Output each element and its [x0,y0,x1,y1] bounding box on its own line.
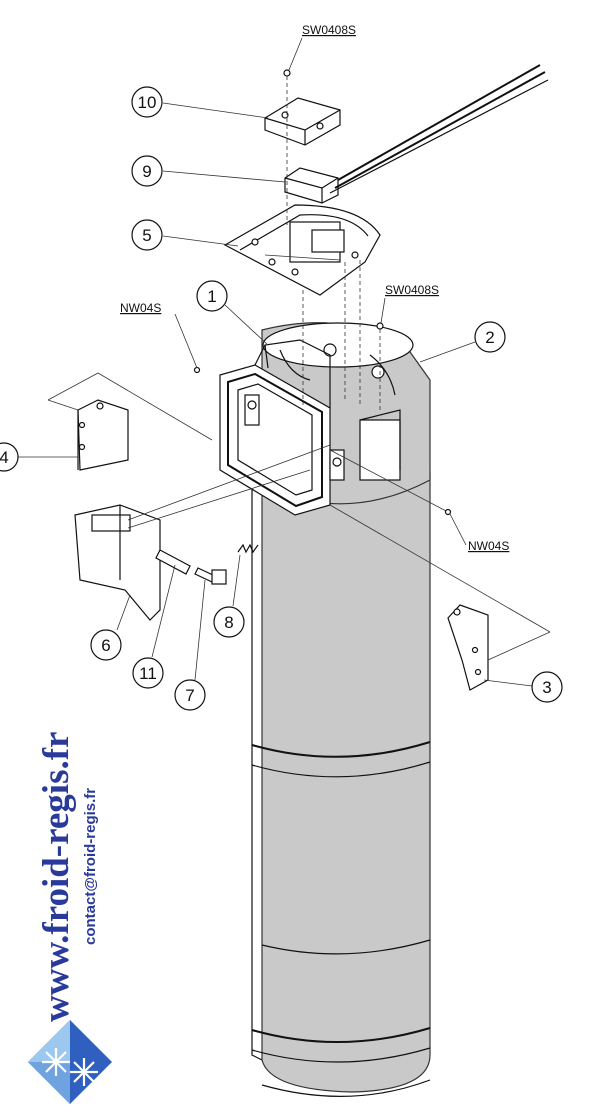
tank-body [251,471,431,1097]
svg-text:8: 8 [224,613,233,632]
code-nw04s-left: NW04S [120,301,198,369]
svg-text:2: 2 [485,328,494,347]
front-frame [219,339,345,516]
callout-9: 9 [131,155,286,187]
callout-7: 7 [174,579,206,711]
svg-text:3: 3 [542,678,551,697]
watermark-email: contact@froid-regis.fr [82,788,99,945]
snowflake-logo [28,1020,112,1104]
callout-5: 5 [131,219,239,251]
svg-text:SW0408S: SW0408S [385,283,439,297]
leader-line [329,449,449,513]
svg-text:11: 11 [139,664,157,683]
svg-text:7: 7 [185,686,194,705]
callout-10: 10 [131,86,269,119]
bolt [194,567,227,585]
callout-4: 4 [0,442,78,472]
callout-6: 6 [90,594,131,661]
right-bracket [329,504,551,691]
nut-left [193,366,201,374]
code-nw04s-right: NW04S [449,513,509,553]
svg-text:6: 6 [101,636,110,655]
callout-11: 11 [132,564,176,689]
code-sw0408s-top: SW0408S [288,23,356,71]
screw-top [283,69,291,225]
snowflake-icon [42,1048,98,1086]
svg-text:9: 9 [142,162,151,181]
svg-text:NW04S: NW04S [468,539,509,553]
watermark-site: www.froid-regis.fr [36,732,77,1022]
svg-text:10: 10 [138,93,157,112]
screw-right [376,322,384,410]
callout-2: 2 [419,321,506,363]
connector-block [284,64,549,204]
svg-text:4: 4 [0,448,9,467]
left-bracket [47,372,213,471]
callout-3: 3 [483,671,563,703]
watermark: www.froid-regis.fr contact@froid-regis.f… [36,732,99,1022]
pin [155,549,191,575]
svg-text:SW0408S: SW0408S [302,23,356,37]
callout-8: 8 [213,554,245,638]
lower-bracket [74,444,331,621]
svg-text:5: 5 [142,226,151,245]
mounting-plate [223,204,381,296]
code-sw0408s-right: SW0408S [380,283,439,324]
svg-text:NW04S: NW04S [120,301,161,315]
spring [237,543,259,554]
callout-1: 1 [196,280,269,346]
nut-right [444,508,452,516]
top-cover [264,97,341,146]
svg-text:1: 1 [207,287,216,306]
